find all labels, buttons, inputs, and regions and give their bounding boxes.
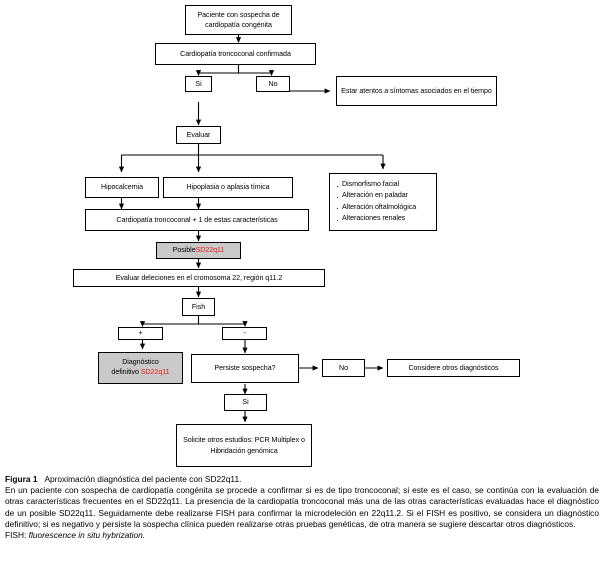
- node-hipoplasia-timica-label: Hipoplasia o aplasia tímica: [186, 183, 270, 192]
- node-cardiopatia-confirmada[interactable]: Cardiopatía troncoconal confirmada: [155, 43, 316, 65]
- node-start-label: Paciente con sospecha de cardiopatía con…: [197, 10, 280, 29]
- flowchart-connectors: [118, 35, 386, 423]
- caption-title-text: Aproximación diagnóstica del paciente co…: [44, 474, 242, 484]
- node-posible-sd22q11-highlight: SD22q11: [195, 246, 225, 255]
- node-diagnostico-definitivo-line1: Diagnóstico: [122, 358, 159, 367]
- node-estar-atentos[interactable]: Estar atentos a síntomas asociados en el…: [336, 76, 497, 106]
- caption-body: En un paciente con sospecha de cardiopat…: [5, 485, 599, 529]
- node-diagnostico-definitivo-highlight: SD22q11: [140, 368, 170, 376]
- node-estar-atentos-label: Estar atentos a síntomas asociados en el…: [341, 86, 492, 95]
- node-cardiopatia-mas-una[interactable]: Cardiopatía troncoconal + 1 de estas car…: [85, 209, 309, 231]
- node-cardiopatia-mas-una-label: Cardiopatía troncoconal + 1 de estas car…: [116, 215, 278, 224]
- node-persiste-sospecha-label: Persiste sospecha?: [214, 364, 276, 373]
- node-diagnostico-definitivo[interactable]: Diagnóstico definitivo SD22q11: [98, 352, 183, 384]
- node-si-confirmada-label: Si: [195, 79, 202, 88]
- node-fish-positivo-label: +: [138, 329, 143, 338]
- node-fish-label: Fish: [191, 302, 206, 311]
- flowchart-figure: Paciente con sospecha de cardiopatía con…: [0, 0, 603, 470]
- node-persiste-sospecha[interactable]: Persiste sospecha?: [191, 354, 299, 383]
- caption-title-line: Figura 1 Aproximación diagnóstica del pa…: [5, 474, 599, 485]
- figure-caption: Figura 1 Aproximación diagnóstica del pa…: [5, 474, 599, 541]
- caption-figure-label: Figura 1: [5, 474, 38, 484]
- node-no-persiste[interactable]: No: [322, 359, 365, 377]
- node-hipocalcemia-label: Hipocalcemia: [101, 183, 143, 192]
- node-no-confirmada[interactable]: No: [256, 76, 290, 92]
- caption-footnote-label: FISH:: [5, 530, 29, 541]
- node-fish-positivo[interactable]: +: [118, 327, 163, 340]
- node-evaluar-deleciones-label: Evaluar deleciones en el cromosoma 22, r…: [115, 273, 283, 282]
- node-si-confirmada[interactable]: Si: [185, 76, 212, 92]
- node-no-confirmada-label: No: [268, 79, 278, 88]
- node-hipocalcemia[interactable]: Hipocalcemia: [85, 177, 159, 198]
- node-solicite-otros-estudios-label: Solicite otros estudios: PCR Multiplex o…: [183, 436, 305, 455]
- node-cardiopatia-confirmada-label: Cardiopatía troncoconal confirmada: [180, 49, 291, 58]
- node-posible-prefix: Posible: [172, 246, 196, 255]
- bullet-item: Alteración en paladar: [335, 190, 416, 205]
- node-fish-negativo[interactable]: -: [222, 327, 267, 340]
- node-solicite-otros-estudios[interactable]: Solicite otros estudios: PCR Multiplex o…: [176, 424, 312, 467]
- bullet-item: Alteración oftalmológica: [335, 201, 416, 216]
- node-fish-negativo-label: -: [243, 329, 246, 338]
- node-evaluar[interactable]: Evaluar: [176, 126, 221, 144]
- node-si-persiste-label: Si: [242, 398, 249, 407]
- features-bullet-list: Dismorfismo facial Alteración en paladar…: [335, 178, 416, 228]
- node-hipoplasia-timica[interactable]: Hipoplasia o aplasia tímica: [163, 177, 293, 198]
- node-considere-otros-diagnosticos-label: Considere otros diagnósticos: [408, 363, 499, 372]
- node-start[interactable]: Paciente con sospecha de cardiopatía con…: [185, 5, 292, 35]
- node-otras-caracteristicas[interactable]: Dismorfismo facial Alteración en paladar…: [329, 173, 437, 231]
- caption-footnote: FISH: fluorescence in situ hybrization.: [5, 530, 599, 541]
- node-no-persiste-label: No: [339, 363, 348, 372]
- bullet-item: Alteraciones renales: [335, 213, 416, 228]
- node-posible-sd22q11[interactable]: Posible SD22q11: [156, 242, 241, 259]
- node-fish[interactable]: Fish: [182, 298, 215, 316]
- node-considere-otros-diagnosticos[interactable]: Considere otros diagnósticos: [387, 359, 520, 377]
- node-evaluar-deleciones[interactable]: Evaluar deleciones en el cromosoma 22, r…: [73, 269, 325, 287]
- node-evaluar-label: Evaluar: [186, 130, 211, 139]
- node-si-persiste[interactable]: Si: [224, 394, 267, 411]
- bullet-item: Dismorfismo facial: [335, 178, 416, 193]
- node-diagnostico-definitivo-line2: definitivo SD22q11: [111, 368, 170, 376]
- caption-footnote-italic: fluorescence in situ hybrization.: [28, 530, 146, 541]
